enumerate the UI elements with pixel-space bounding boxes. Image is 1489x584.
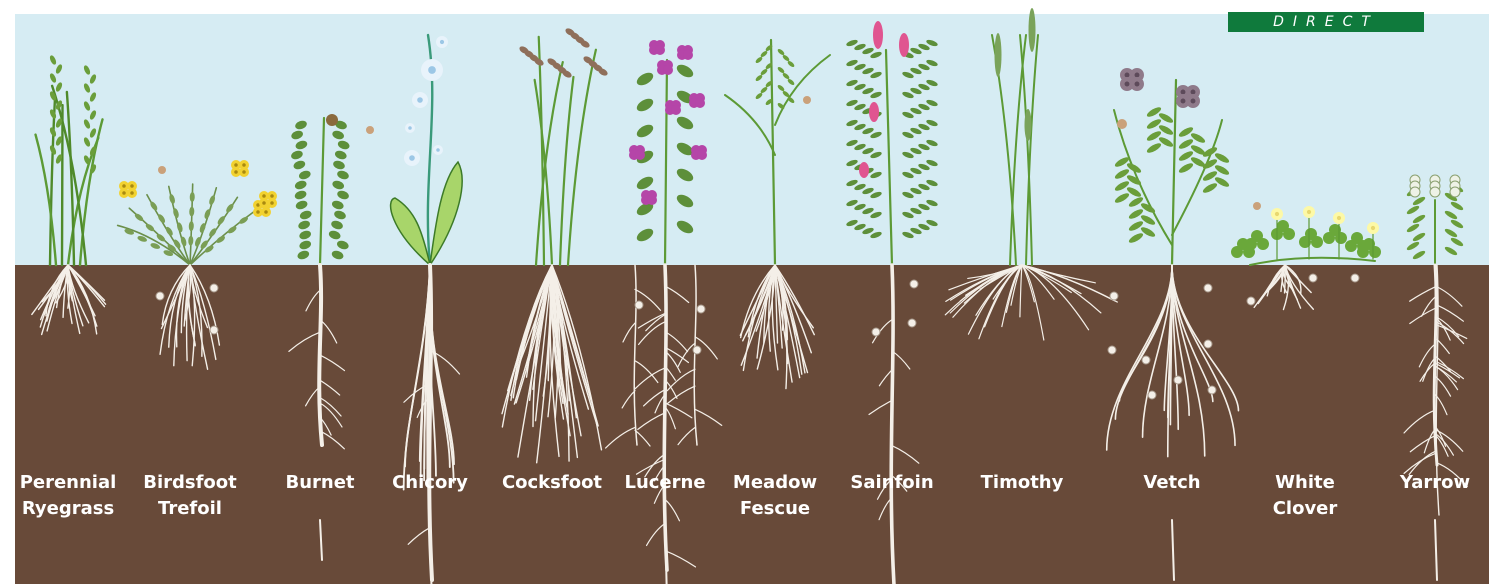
plant-label-trefoil: Birdsfoot Trefoil: [125, 470, 255, 522]
plant-label-vetch: Vetch: [1107, 470, 1237, 496]
plant-label-chicory: Chicory: [365, 470, 495, 496]
plant-label-sainfoin: Sainfoin: [827, 470, 957, 496]
plant-label-fescue: Meadow Fescue: [710, 470, 840, 522]
plant-label-cocksfoot: Cocksfoot: [487, 470, 617, 496]
soil-background: [15, 265, 1489, 584]
plant-label-yarrow: Yarrow: [1370, 470, 1489, 496]
plant-label-clover: White Clover: [1240, 470, 1370, 522]
plant-label-timothy: Timothy: [957, 470, 1087, 496]
plant-label-grass: Perennial Ryegrass: [3, 470, 133, 522]
brand-text: DIRECT: [1228, 12, 1424, 32]
